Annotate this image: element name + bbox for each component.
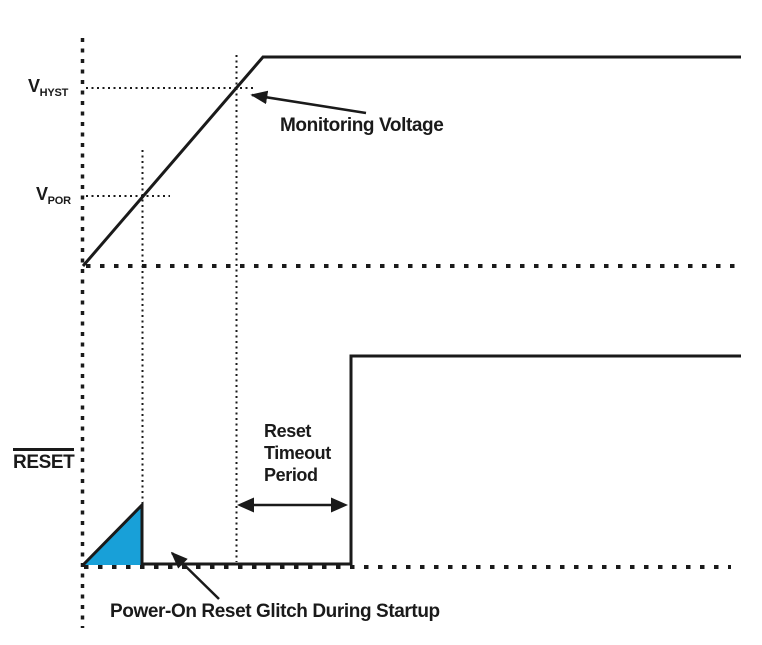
- timeout-arrowhead-right: [331, 497, 348, 513]
- v-hyst-symbol: V: [28, 76, 40, 96]
- v-hyst-label: VHYST: [28, 77, 68, 100]
- supply-voltage-trace: [81, 55, 741, 267]
- reset-timeout-line1: Reset: [264, 421, 312, 441]
- v-por-subscript: POR: [47, 195, 71, 207]
- timeout-arrowhead-left: [237, 497, 254, 513]
- v-por-label: VPOR: [36, 185, 71, 208]
- glitch-callout-arrow: [170, 551, 220, 600]
- reset-timeout-line3: Period: [264, 465, 318, 485]
- reset-signal-text: RESET: [13, 448, 75, 473]
- reset-timeout-label: Reset Timeout Period: [264, 420, 331, 486]
- v-hyst-subscript: HYST: [39, 87, 69, 99]
- reset-signal-label: RESET: [13, 448, 75, 473]
- reset-trace: [142, 354, 741, 566]
- v-por-symbol: V: [36, 184, 48, 204]
- glitch-triangle: [81, 501, 144, 567]
- reset-timeout-line2: Timeout: [264, 443, 331, 463]
- por-glitch-label: Power-On Reset Glitch During Startup: [110, 601, 440, 622]
- monitoring-voltage-label: Monitoring Voltage: [280, 115, 444, 136]
- monitoring-voltage-arrow: [250, 90, 367, 115]
